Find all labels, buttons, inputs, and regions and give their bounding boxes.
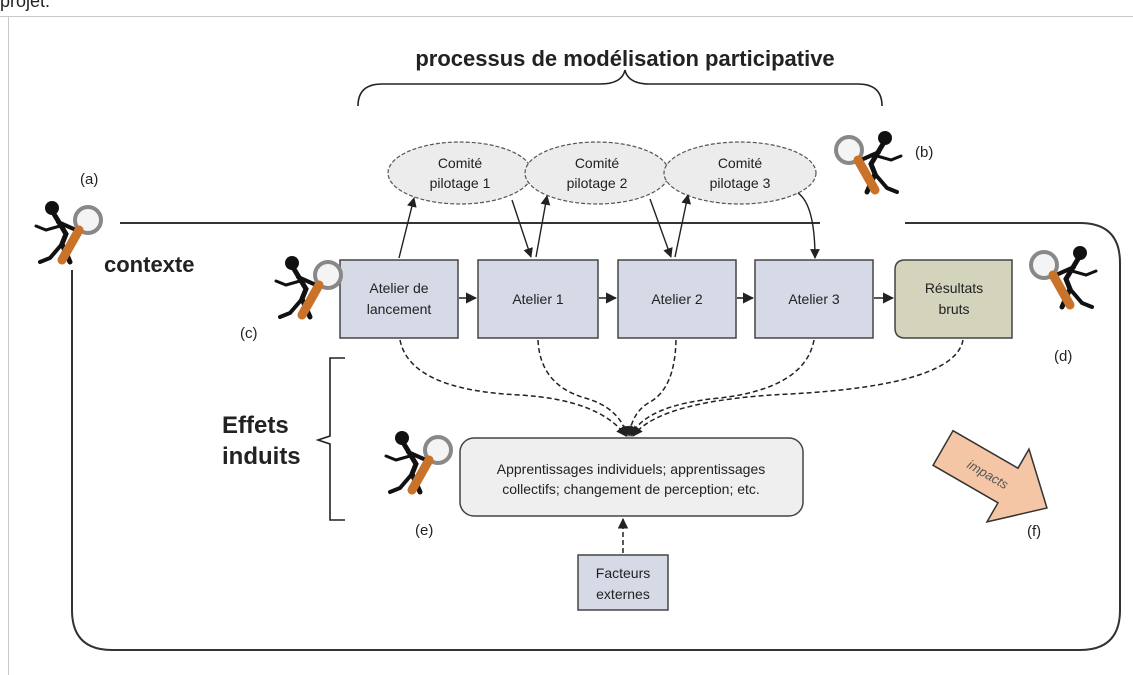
magnifier-figure-a [36,201,101,262]
cut-off-text: projet. [0,0,51,11]
link-committee3-to-workshop3 [797,192,820,259]
frame-left-border [8,16,9,675]
effects-label-line1: Effets [222,412,289,439]
process-brace [357,69,883,107]
dashed-1-to-effects [537,339,630,438]
magnifier-figure-c [276,256,341,317]
committee-3: Comité pilotage 3 [663,141,817,205]
effects-line2: collectifs; changement de perception; et… [502,481,760,497]
workshop-1-label: Atelier 1 [512,291,564,307]
marker-d: (d) [1054,348,1072,365]
workshop-launch: Atelier de lancement [339,259,459,339]
marker-c: (c) [240,325,258,342]
workshop-3-label: Atelier 3 [788,291,840,307]
committee-1-line1: Comité [438,155,483,171]
results-line1: Résultats [925,280,983,296]
link-workshop2-to-committee3 [674,194,691,258]
magnifier-figure-e [386,431,451,492]
diagram-title: processus de modélisation participative [415,46,834,71]
workshop-3: Atelier 3 [754,259,874,339]
link-committee1-to-workshop1 [511,199,533,258]
marker-f: (f) [1027,523,1041,540]
committee-2-line2: pilotage 2 [567,175,628,191]
dashed-3-to-effects [630,339,815,437]
committee-3-line2: pilotage 3 [710,175,771,191]
workshop-launch-line1: Atelier de [369,280,428,296]
frame-top-border [0,16,1133,17]
marker-a: (a) [80,171,98,188]
committee-2-line1: Comité [575,155,620,171]
effects-bracket [315,357,345,521]
dashed-launch-to-effects [399,339,627,437]
dashed-2-to-effects [624,339,677,438]
workshop-2: Atelier 2 [617,259,737,339]
committee-3-line1: Comité [718,155,763,171]
external-line1: Facteurs [596,565,650,581]
committee-2: Comité pilotage 2 [524,141,670,205]
magnifier-figure-b [836,131,901,192]
results-line2: bruts [938,301,969,317]
magnifier-figure-d [1031,246,1096,307]
committee-1-line2: pilotage 1 [430,175,491,191]
marker-e: (e) [415,522,433,539]
link-launch-to-committee1 [398,197,417,259]
link-workshop1-to-committee2 [535,195,551,258]
impacts-arrow: impacts [932,429,1048,523]
effects-label-line2: induits [222,443,301,470]
committee-1: Comité pilotage 1 [387,141,533,205]
external-line2: externes [596,586,650,602]
workshop-1: Atelier 1 [477,259,599,339]
effects-line1: Apprentissages individuels; apprentissag… [497,461,766,477]
workshop-launch-line2: lancement [367,301,432,317]
workshop-2-label: Atelier 2 [651,291,703,307]
dashed-results-to-effects [632,339,964,437]
context-frame [71,222,1121,651]
marker-b: (b) [915,144,933,161]
context-label: contexte [104,252,194,277]
external-factors-box: Facteurs externes [577,554,669,611]
results-box: Résultats bruts [894,259,1013,339]
link-committee2-to-workshop2 [649,198,673,258]
effects-box: Apprentissages individuels; apprentissag… [459,437,804,517]
